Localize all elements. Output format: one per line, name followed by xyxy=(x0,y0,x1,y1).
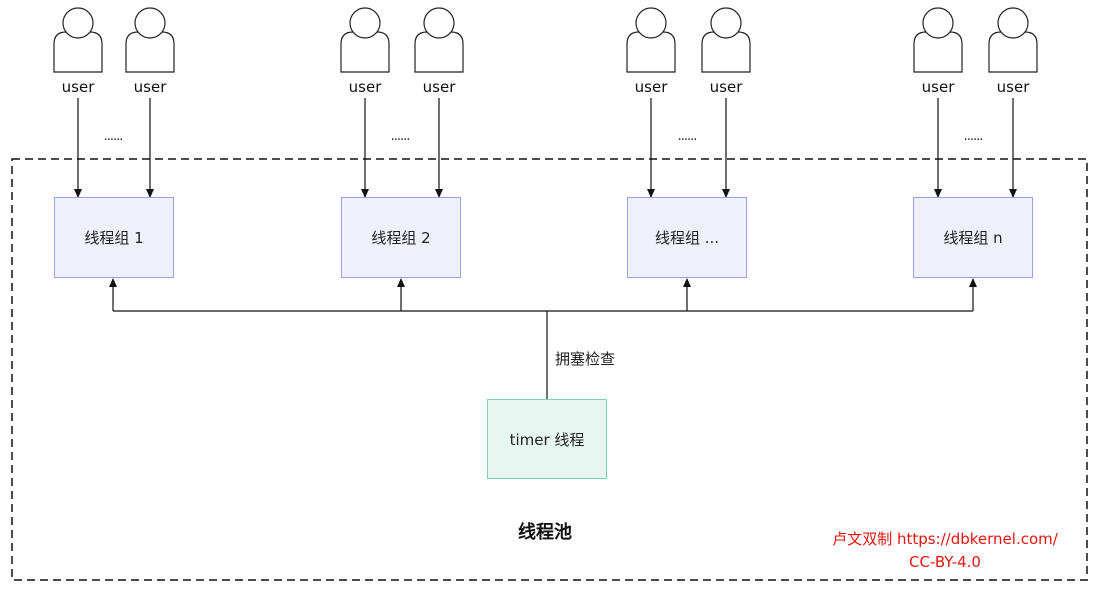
user-icon-head xyxy=(62,7,94,39)
user-label: user xyxy=(709,78,743,96)
congestion-check-label: 拥塞检查 xyxy=(555,350,616,368)
timer-thread-box: timer 线程 xyxy=(487,399,607,479)
user-icon xyxy=(125,7,175,73)
user-icon-head xyxy=(710,7,742,39)
thread-pool-boundary xyxy=(11,158,1088,581)
user-icon-head xyxy=(922,7,954,39)
user-icon-head xyxy=(349,7,381,39)
thread-group-n: 线程组 n xyxy=(913,197,1033,278)
user-label: user xyxy=(422,78,456,96)
thread-group-2: 线程组 2 xyxy=(341,197,461,278)
user-label: user xyxy=(133,78,167,96)
user-icon-head xyxy=(134,7,166,39)
credit-line-1: 卢文双制 https://dbkernel.com/ xyxy=(832,530,1058,548)
user-icon xyxy=(340,7,390,73)
user-label: user xyxy=(61,78,95,96)
user-icon-head xyxy=(423,7,455,39)
user-icon xyxy=(53,7,103,73)
user-icon xyxy=(913,7,963,73)
more-users-ellipsis: ...... xyxy=(103,129,124,144)
user-icon-head xyxy=(997,7,1029,39)
user-label: user xyxy=(996,78,1030,96)
credit-line-2: CC-BY-4.0 xyxy=(909,553,981,571)
credit-watermark: 卢文双制 https://dbkernel.com/ CC-BY-4.0 xyxy=(810,528,1080,574)
user-icon xyxy=(988,7,1038,73)
user-label: user xyxy=(634,78,668,96)
more-users-ellipsis: ...... xyxy=(390,129,411,144)
user-label: user xyxy=(348,78,382,96)
thread-group-1: 线程组 1 xyxy=(54,197,174,278)
thread-group-3: 线程组 ... xyxy=(627,197,747,278)
user-icon xyxy=(626,7,676,73)
user-arrows xyxy=(74,98,1017,198)
user-icon-head xyxy=(635,7,667,39)
user-icon xyxy=(701,7,751,73)
user-icon xyxy=(414,7,464,73)
thread-pool-label: 线程池 xyxy=(518,522,572,543)
more-users-ellipsis: ...... xyxy=(963,129,984,144)
user-label: user xyxy=(921,78,955,96)
user-icons xyxy=(53,7,1038,73)
congestion-check-connectors xyxy=(109,278,977,399)
more-users-ellipsis: ...... xyxy=(677,129,698,144)
